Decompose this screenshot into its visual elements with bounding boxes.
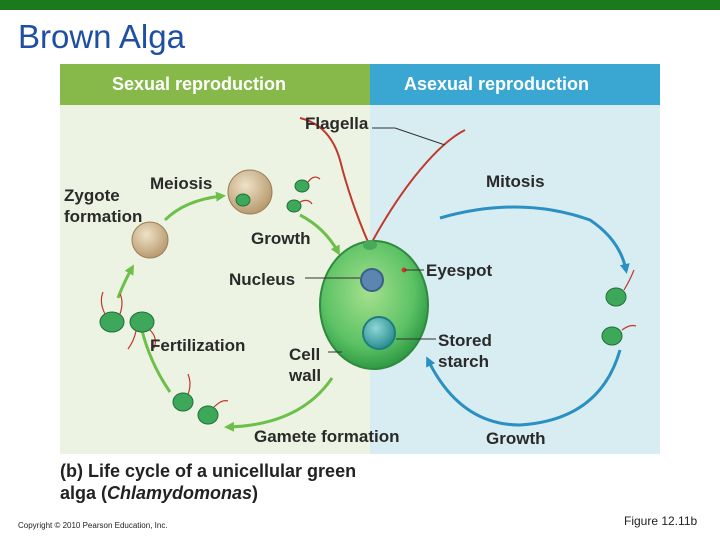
caption-line1: (b) Life cycle of a unicellular green xyxy=(60,460,356,482)
top-accent-bar xyxy=(0,0,720,10)
growth-right-label: Growth xyxy=(486,429,546,448)
sexual-panel xyxy=(60,64,370,454)
caption-text-line2-b: ) xyxy=(252,483,259,503)
zygote-label-line1: Zygote xyxy=(64,186,120,205)
caption-text-line1: Life cycle of a unicellular green xyxy=(82,461,357,481)
chlamydomonas-cell xyxy=(319,240,429,370)
flagella-pointer-lines xyxy=(372,127,446,146)
eyespot-label: Eyespot xyxy=(426,261,493,280)
nucleus-label: Nucleus xyxy=(229,270,296,289)
asexual-cycle-arrows xyxy=(426,205,630,427)
stored-starch-label-line1: Stored xyxy=(438,331,492,350)
stored-starch-label-line2: starch xyxy=(438,352,490,371)
zygote-label: Zygote formation xyxy=(64,185,142,227)
slide-title: Brown Alga xyxy=(18,18,185,55)
sexual-cycle-arrows xyxy=(116,191,340,432)
asexual-reproduction-header: Asexual reproduction xyxy=(370,64,660,105)
cell-wall-label-line2: wall xyxy=(289,366,322,385)
cell-wall-label: Cell wall xyxy=(289,344,321,386)
sexual-reproduction-header: Sexual reproduction xyxy=(60,64,370,105)
asexual-panel xyxy=(370,64,660,454)
caption-text-line2-a: alga ( xyxy=(60,483,108,503)
small-cells xyxy=(99,179,627,425)
figure-reference: Figure 12.11b xyxy=(624,514,698,528)
cell-wall-label-line1: Cell xyxy=(289,345,321,364)
caption-line2: alga (Chlamydomonas) xyxy=(60,482,356,504)
zygote-label-line2: formation xyxy=(64,207,143,226)
copyright-notice: Copyright © 2010 Pearson Education, Inc. xyxy=(18,521,168,530)
flagella-label: Flagella xyxy=(305,114,369,133)
figure-caption: (b) Life cycle of a unicellular green al… xyxy=(60,460,356,504)
fertilization-label: Fertilization xyxy=(150,336,246,355)
small-cell-flagella xyxy=(100,176,637,408)
caption-prefix: (b) xyxy=(60,461,83,481)
label-pointer-lines xyxy=(305,269,436,353)
caption-species: Chlamydomonas xyxy=(107,483,253,503)
gamete-formation-label: Gamete formation xyxy=(254,427,400,446)
mitosis-label: Mitosis xyxy=(486,172,545,191)
stored-starch-label: Stored starch xyxy=(438,330,492,372)
flagella-illustration xyxy=(299,117,466,243)
growth-left-label: Growth xyxy=(251,229,311,248)
meiosis-label: Meiosis xyxy=(150,174,213,193)
